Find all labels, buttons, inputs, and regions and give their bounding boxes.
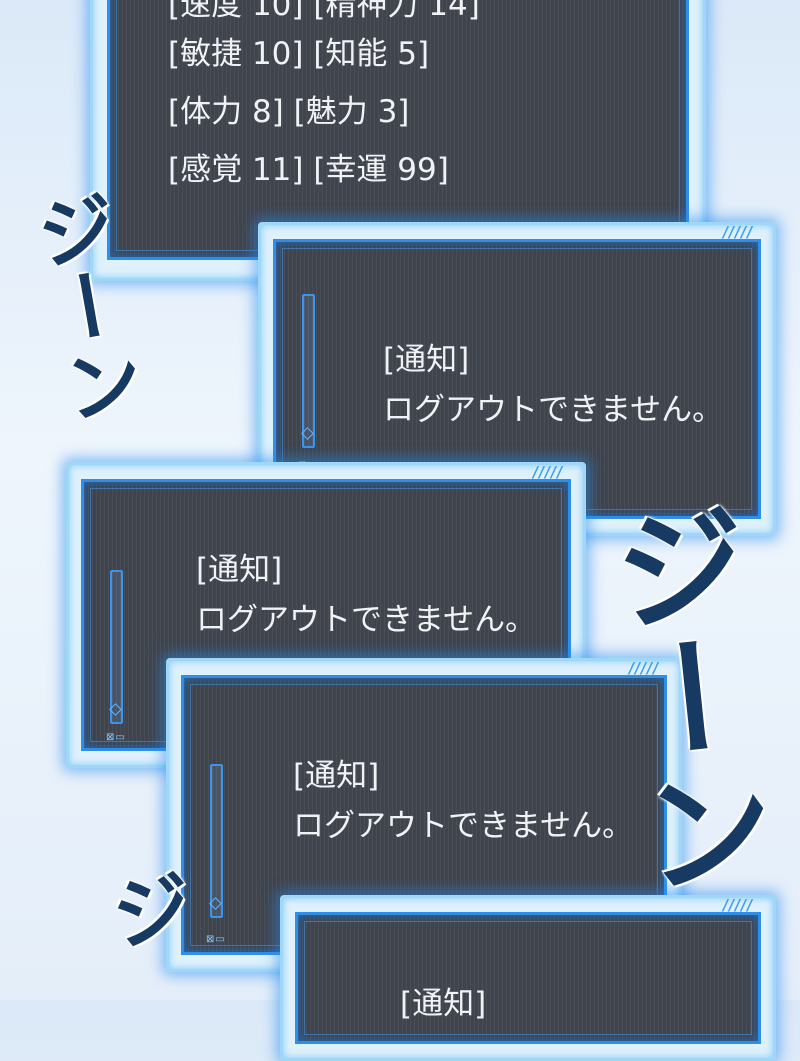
notification-label: [通知]: [400, 986, 487, 1022]
notification-window-4: /////: [280, 895, 776, 1061]
window-stripes-icon: /////: [720, 896, 754, 914]
window-stripes-icon: /////: [626, 659, 660, 677]
notification-text-1: [通知] ログアウトできません。: [383, 338, 723, 438]
stat-line-stamina-charm: [体力 8] [魅力 3]: [168, 94, 410, 130]
notification-message: ログアウトできません。: [293, 808, 634, 844]
stat-line-agility-intellect: [敏捷 10] [知能 5]: [168, 36, 430, 72]
notification-label: [通知]: [293, 758, 380, 794]
notification-label: [通知]: [383, 342, 470, 378]
window-stripes-icon: /////: [720, 223, 754, 241]
notification-message: ログアウトできません。: [383, 392, 724, 428]
notification-text-3: [通知] ログアウトできません。: [293, 754, 633, 854]
stat-line-sense-luck: [感覚 11] [幸運 99]: [168, 152, 449, 188]
stats-window: [90, 0, 706, 281]
stat-line-speed-spirit: [速度 10] [精神力 14]: [168, 0, 480, 23]
scrollbar[interactable]: [210, 764, 223, 918]
notification-text-4: [通知]: [400, 982, 486, 1022]
scrollbar[interactable]: [302, 294, 315, 448]
notification-screen-4: [295, 912, 761, 1044]
notification-message: ログアウトできません。: [196, 602, 537, 638]
scrollbar[interactable]: [110, 570, 123, 724]
window-stripes-icon: /////: [530, 463, 564, 481]
sfx-ji-bottom-left: ジ: [92, 862, 199, 958]
close-icon[interactable]: ⊠▭: [206, 934, 226, 945]
close-icon[interactable]: ⊠▭: [106, 732, 126, 743]
notification-text-2: [通知] ログアウトできません。: [196, 548, 536, 648]
inner-frame: [304, 921, 752, 1035]
notification-label: [通知]: [196, 552, 283, 588]
stats-screen: [107, 0, 689, 260]
